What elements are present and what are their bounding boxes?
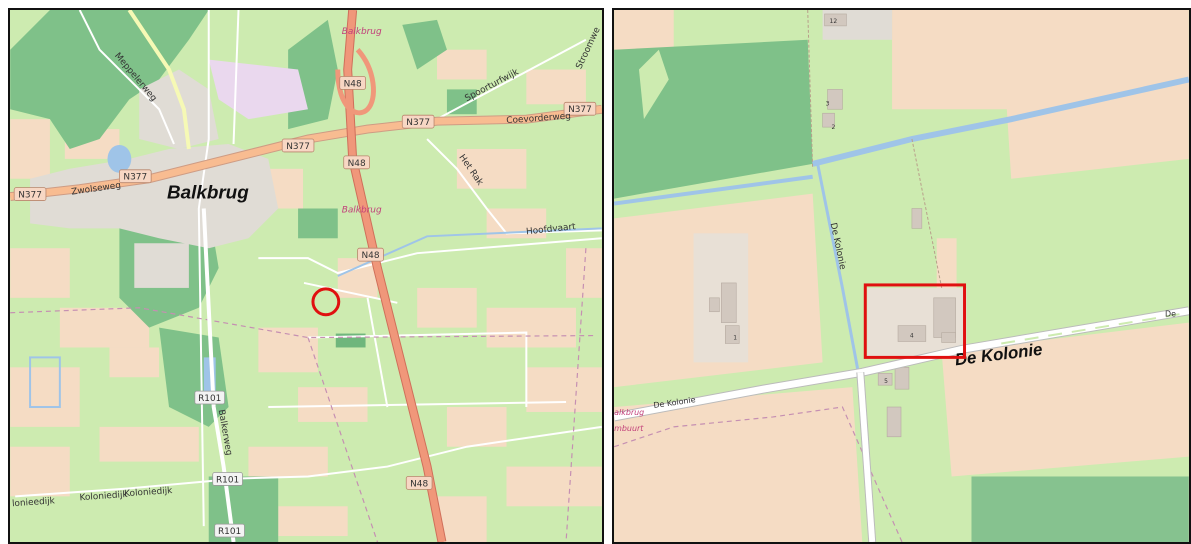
house-number-5: 5	[884, 378, 888, 385]
location-marker-circle[interactable]	[311, 287, 341, 317]
admin-boundaries	[10, 248, 596, 542]
location-highlight-rectangle[interactable]	[863, 283, 967, 359]
shield-n48-b: N48	[348, 159, 366, 169]
shield-n377-b: N377	[123, 173, 147, 183]
label-balkbrug-top: Balkbrug	[342, 27, 382, 37]
road-dashes	[1001, 311, 1189, 345]
water-bodies	[29, 144, 216, 409]
residential-areas	[30, 59, 308, 288]
house-number-12: 12	[830, 18, 838, 25]
house-number-3: 3	[826, 100, 830, 107]
farmland-parcels	[614, 10, 1189, 542]
detail-map[interactable]: De Kolonie De alkbrug mbuurt De Kolonie …	[612, 8, 1191, 544]
house-number-1: 1	[733, 335, 737, 342]
label-mbuurt-edge: mbuurt	[614, 424, 644, 433]
label-alkbrug-edge: alkbrug	[614, 408, 644, 417]
paths	[807, 10, 943, 289]
label-koloniedijk-b: Koloniedijk	[79, 490, 129, 503]
minor-roads	[15, 10, 602, 527]
shield-n377-a: N377	[18, 191, 42, 201]
forest-area	[614, 39, 813, 199]
shield-n48-a: N48	[344, 79, 362, 89]
road-shields: N377 N377 N377 N377 N377 N48 N48 N48 N48…	[13, 76, 597, 538]
shield-r101-c: R101	[218, 527, 241, 537]
buildings	[709, 13, 956, 438]
n48-motorway	[335, 10, 447, 542]
label-de-right: De	[1165, 310, 1176, 319]
admin-boundary	[614, 406, 903, 542]
shield-n377-c: N377	[286, 142, 310, 152]
house-numbers: 1 4 5 2 3 12	[733, 18, 914, 385]
side-road	[857, 372, 876, 542]
detail-map-canvas: De Kolonie De alkbrug mbuurt De Kolonie …	[614, 10, 1189, 542]
shield-r101-a: R101	[198, 394, 221, 404]
house-number-4: 4	[910, 333, 914, 340]
label-coevorderweg: Coevorderweg	[506, 112, 571, 126]
overview-map-canvas: N377 N377 N377 N377 N377 N48 N48 N48 N48…	[10, 10, 602, 542]
hatched-field	[971, 476, 1189, 542]
shield-n48-d: N48	[410, 479, 428, 489]
label-balkbrug-mid: Balkbrug	[342, 205, 382, 215]
shield-n377-e: N377	[568, 105, 592, 115]
meppelerweg-road	[127, 10, 191, 150]
hoofdvaart-canal	[337, 227, 602, 277]
label-stroomweg: Stroomwe	[575, 25, 602, 70]
label-koloniedijk-c: Koloniedijk	[124, 486, 174, 499]
farm-yard	[693, 233, 749, 363]
shield-r101-b: R101	[216, 475, 239, 485]
overview-map[interactable]: N377 N377 N377 N377 N377 N48 N48 N48 N48…	[8, 8, 604, 544]
shield-n377-d: N377	[406, 118, 430, 128]
house-number-2: 2	[832, 124, 836, 131]
label-canal-de-kolonie: De Kolonie	[828, 222, 848, 271]
town-label-balkbrug: Balkbrug	[167, 182, 249, 203]
shield-n48-c: N48	[361, 251, 379, 261]
forest-clearing	[638, 49, 669, 120]
label-koloniedijk-a: lonieedijk	[12, 496, 56, 509]
r101-road	[201, 208, 236, 542]
